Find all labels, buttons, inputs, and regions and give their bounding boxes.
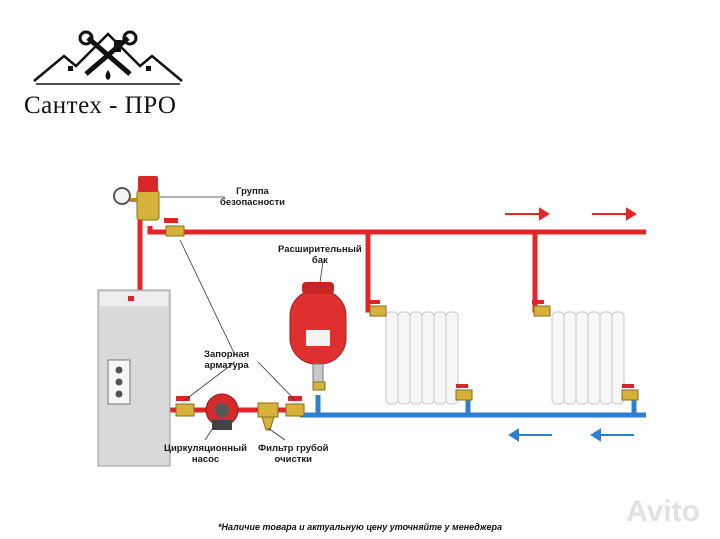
safety-group-icon: [113, 176, 160, 221]
leader-lines: [160, 196, 324, 441]
circulation-pump-icon: [205, 393, 239, 430]
radiator-left: [385, 311, 459, 405]
electric-boiler: [97, 289, 171, 467]
supply-pipes: [137, 215, 646, 313]
footnote: *Наличие товара и актуальную цену уточня…: [218, 522, 502, 532]
watermark: Avito: [626, 495, 700, 528]
radiator-right: [551, 311, 625, 405]
valve-icons: [164, 218, 639, 417]
arrow-right-icon: [505, 207, 637, 221]
logo-text: Сантех - ПРО: [24, 92, 177, 119]
arrow-left-icon: [508, 428, 634, 442]
house-wrench-icon: [33, 30, 183, 85]
filter-icon: [257, 402, 279, 431]
expansion-tank: [289, 282, 347, 391]
